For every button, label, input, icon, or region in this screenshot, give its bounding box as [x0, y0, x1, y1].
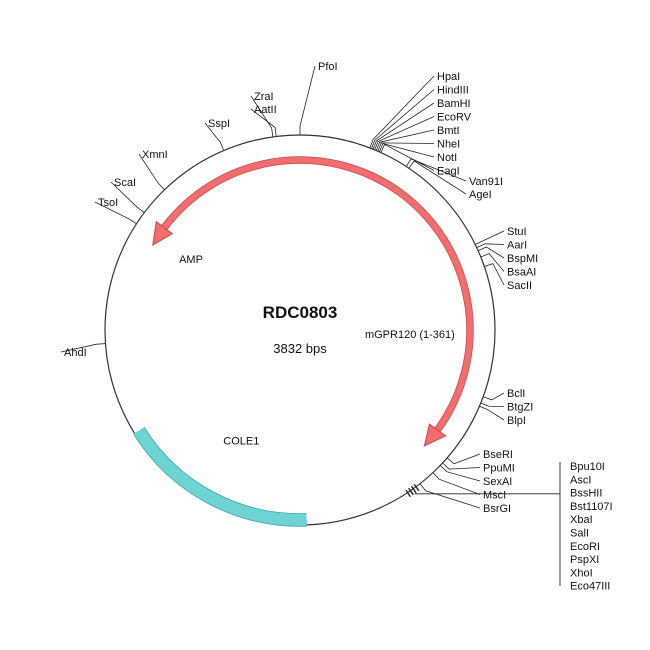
feature-cole1: COLE1 — [133, 427, 307, 527]
feature-mgpr120-arrowhead — [423, 423, 447, 447]
mcs-site-label: XhoI — [570, 567, 593, 579]
feature-amp-body — [161, 156, 400, 230]
feature-mgpr120: mGPR120 (1-361) — [365, 171, 474, 447]
site-leader — [442, 462, 481, 470]
feature-amp: AMP — [152, 156, 400, 266]
site-leader — [432, 472, 481, 495]
mcs-site-label: EcoRI — [570, 541, 600, 553]
site-leader — [374, 116, 435, 150]
plasmid-size: 3832 bps — [273, 341, 327, 356]
site-leader — [475, 230, 505, 245]
site-label: BmtI — [437, 125, 460, 137]
mcs-site-label: SalI — [570, 528, 589, 540]
feature-cole1-block — [133, 427, 307, 526]
mcs-site-label: PspXI — [570, 554, 599, 566]
site-label: TsoI — [98, 197, 118, 209]
site-leader — [408, 160, 467, 195]
site-leader — [484, 263, 505, 286]
site-label: StuI — [507, 226, 527, 238]
mcs-site-label: XbaI — [570, 514, 593, 526]
site-label: EcoRV — [437, 112, 472, 124]
site-leader — [405, 158, 467, 182]
site-leader — [250, 95, 274, 137]
site-leader — [480, 402, 505, 407]
site-leader — [371, 89, 435, 149]
site-label: ScaI — [114, 177, 136, 189]
site-leader — [440, 465, 481, 482]
site-label: XmnI — [142, 149, 168, 161]
site-label: SexAI — [483, 476, 512, 488]
site-label: NotI — [437, 152, 457, 164]
site-label: BlpI — [507, 415, 526, 427]
site-leader — [446, 453, 481, 465]
site-leader — [250, 108, 277, 137]
site-label: BseRI — [483, 449, 513, 461]
site-label: HindIII — [437, 85, 469, 97]
site-label: AatII — [254, 104, 277, 116]
mcs-tick — [413, 483, 420, 492]
site-leader — [483, 392, 505, 401]
site-label: BspMI — [507, 253, 538, 265]
feature-cole1-label: COLE1 — [223, 435, 259, 447]
feature-mgpr120-label: mGPR120 (1-361) — [365, 329, 455, 341]
mcs-site-label: Bst1107I — [570, 501, 613, 513]
mcs-tick — [408, 487, 414, 496]
site-leader — [110, 181, 145, 213]
site-leader — [94, 201, 137, 225]
site-label: SacII — [507, 280, 532, 292]
mcs-tick — [405, 489, 411, 498]
site-label: NheI — [437, 139, 460, 151]
site-leader — [299, 65, 316, 135]
site-label: PfoI — [318, 61, 338, 73]
site-label: SspI — [208, 118, 230, 130]
site-leader — [477, 246, 505, 259]
site-label: AarI — [507, 240, 527, 252]
site-label: AgeI — [469, 189, 492, 201]
mcs-site-label: Eco47III — [570, 581, 610, 593]
site-leader — [369, 75, 435, 149]
site-label: BclI — [507, 388, 525, 400]
site-leader — [479, 405, 505, 421]
site-leader — [476, 243, 505, 248]
feature-amp-label: AMP — [179, 254, 203, 266]
site-label: BamHI — [437, 98, 471, 110]
site-label: PpuMI — [483, 463, 515, 475]
feature-amp-arrowhead — [152, 220, 174, 246]
features-layer: AMP mGPR120 (1-361) COLE1 — [133, 156, 474, 527]
site-leader — [138, 153, 165, 190]
site-leader — [204, 122, 225, 151]
site-leader — [419, 483, 481, 509]
site-leader — [60, 343, 106, 353]
site-label: MscI — [483, 490, 506, 502]
site-leader — [378, 143, 435, 158]
site-label: BsrGI — [483, 503, 511, 515]
plasmid-name: RDC0803 — [263, 303, 338, 322]
site-label: ZraI — [254, 91, 274, 103]
site-leader — [377, 142, 435, 152]
site-label: BtgZI — [507, 402, 533, 414]
feature-mgpr120-body — [367, 171, 473, 432]
site-label: Van91I — [469, 176, 503, 188]
site-label: AhdI — [64, 347, 87, 359]
mcs-site-label: Bpu10I — [570, 461, 605, 473]
site-label: BsaAI — [507, 267, 536, 279]
site-leader — [480, 253, 505, 272]
site-leader — [372, 102, 435, 150]
mcs-site-label: BssHII — [570, 488, 602, 500]
mcs-site-label: AscI — [570, 474, 591, 486]
site-label: EagI — [437, 166, 460, 178]
site-leader — [375, 129, 435, 151]
mcs-tick — [410, 485, 417, 494]
site-label: HpaI — [437, 71, 460, 83]
